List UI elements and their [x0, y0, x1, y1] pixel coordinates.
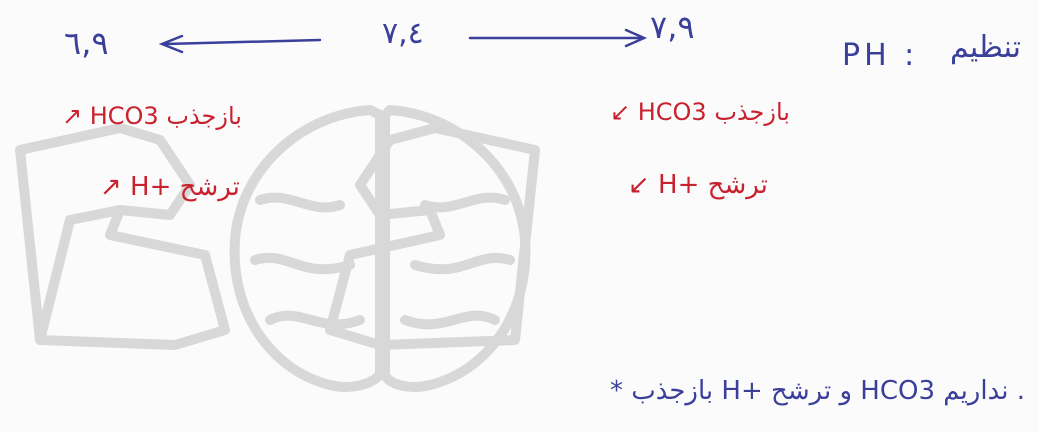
heading-label: تنظیم	[949, 30, 1021, 65]
scale-left-value: ٦,۹	[64, 24, 109, 62]
arrow-left-line	[163, 38, 322, 46]
right-hco3-line: ↙ HCO3 بازجذب	[610, 98, 790, 126]
ph-label: PH :	[842, 38, 919, 73]
left-hco3-line: ↗ HCO3 بازجذب	[62, 102, 242, 130]
arrow-right-head	[624, 28, 648, 48]
left-h-line: ↗ H+ ترشح	[100, 172, 240, 202]
bottom-note: * بازجذب H+ و ترشح HCO3 نداریم .	[609, 376, 1025, 406]
right-h-line: ↙ H+ ترشح	[628, 170, 768, 200]
scale-right-value: ۷,۹	[650, 8, 695, 46]
scale-middle-value: ۷,٤	[382, 16, 424, 51]
arrow-left-head	[158, 34, 184, 54]
